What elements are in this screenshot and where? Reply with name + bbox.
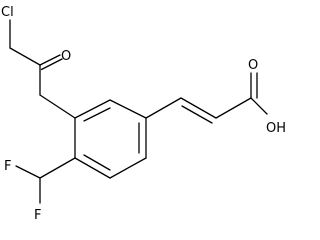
atom-o-ketone: O (61, 49, 71, 64)
ring-bond-2 (109, 99, 147, 119)
atom-cl: Cl (1, 5, 14, 20)
ring-bond-5 (74, 157, 111, 179)
bond-carbonyl-o-2 (40, 58, 63, 71)
bond-ch2-ring (39, 94, 76, 119)
bond-vinyl-double-1 (180, 97, 217, 119)
bond-ch2-carbonyl (9, 47, 41, 66)
structure-canvas: Cl O O OH F F (1, 5, 286, 223)
ring-bond-1 (74, 99, 111, 119)
chemical-structure: Cl O O OH F F (1, 5, 286, 223)
bond-carbonyl-o-1 (39, 54, 61, 66)
atom-f-upper: F (4, 159, 11, 174)
bond-c-oh (250, 97, 268, 115)
atom-o-carbonyl: O (248, 58, 258, 73)
ring-double-1 (83, 107, 111, 122)
bond-vinyl-cooh (215, 97, 252, 119)
atom-f-lower: F (34, 208, 41, 223)
bond-ring-chf2 (39, 157, 76, 179)
bond-chf2-f-upper (15, 165, 41, 179)
ring-bond-4 (109, 157, 147, 179)
ring-double-3 (83, 154, 111, 171)
bond-vinyl-double-2 (181, 105, 213, 124)
atom-oh: OH (266, 121, 286, 136)
bond-ring-vinyl (145, 97, 182, 119)
